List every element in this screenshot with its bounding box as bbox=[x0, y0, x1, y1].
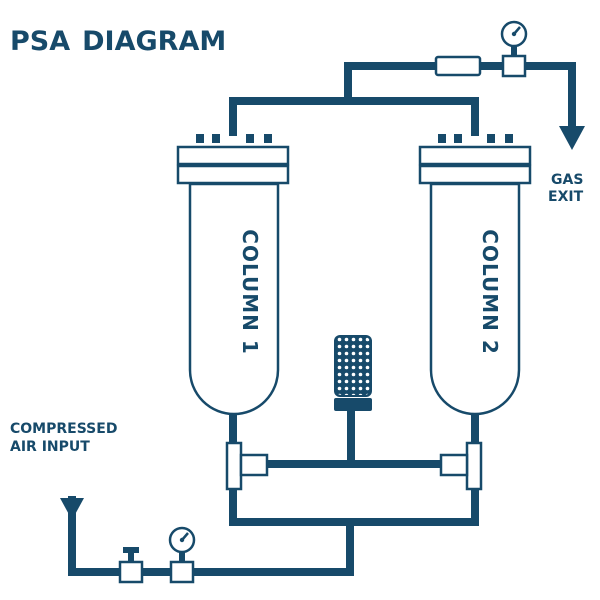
column-2-flange-bottom bbox=[418, 164, 532, 185]
gauge-pivot bbox=[511, 31, 517, 37]
filter-icon bbox=[434, 55, 482, 77]
gauge-stem bbox=[511, 45, 517, 56]
tee-right-branch bbox=[439, 453, 469, 477]
valve-stem bbox=[128, 552, 134, 562]
gas-exit-arrow-icon bbox=[559, 126, 585, 150]
column-1-vessel bbox=[188, 182, 280, 416]
tee-left-body bbox=[225, 441, 243, 491]
input-arrow-icon bbox=[60, 498, 84, 520]
column-2-bolt bbox=[487, 134, 495, 143]
title-rest: DIAGRAM bbox=[82, 26, 226, 57]
silencer-base bbox=[334, 398, 372, 411]
pressure-gauge-icon bbox=[500, 20, 528, 78]
column-2-bolt bbox=[438, 134, 446, 143]
valve-handle bbox=[123, 547, 139, 553]
gauge-fitting bbox=[501, 54, 527, 78]
gas-exit-label-line2: EXIT bbox=[548, 189, 584, 205]
column-1-flange-top bbox=[176, 145, 290, 166]
column-1-bolt bbox=[196, 134, 204, 143]
column-1-flange-bottom bbox=[176, 164, 290, 185]
column-1-bolt bbox=[264, 134, 272, 143]
column-1-label: COLUMN 1 bbox=[238, 229, 262, 354]
input-label-line2: AIR INPUT bbox=[10, 439, 90, 455]
pressure-gauge-icon bbox=[168, 526, 196, 584]
column-2: COLUMN 2 bbox=[418, 134, 532, 416]
input-pipe bbox=[68, 496, 354, 576]
column-2-vessel bbox=[429, 182, 521, 416]
gas-exit-label-line1: GAS bbox=[551, 172, 583, 188]
column-2-flange-top bbox=[418, 145, 532, 166]
tee-left-branch bbox=[239, 453, 269, 477]
column-2-bolt bbox=[505, 134, 513, 143]
column-2-label: COLUMN 2 bbox=[478, 229, 502, 354]
column-1-bolt bbox=[246, 134, 254, 143]
top-manifold-pipe bbox=[229, 97, 479, 136]
silencer-holes bbox=[336, 337, 370, 395]
column-2-bolt bbox=[454, 134, 462, 143]
tee-fitting-left bbox=[225, 441, 269, 491]
silencer-icon bbox=[334, 335, 372, 411]
input-label-line1: COMPRESSED bbox=[10, 421, 117, 437]
gauge-stem bbox=[179, 551, 185, 562]
valve-body bbox=[118, 560, 144, 584]
title-bold: PSA bbox=[10, 26, 70, 57]
gauge-pivot bbox=[179, 537, 185, 543]
column-1-bolt bbox=[212, 134, 220, 143]
diagram-title: PSA DIAGRAM bbox=[10, 26, 226, 57]
valve-icon bbox=[118, 547, 144, 584]
tee-right-body bbox=[465, 441, 483, 491]
gauge-fitting bbox=[169, 560, 195, 584]
tee-fitting-right bbox=[439, 441, 483, 491]
column-1: COLUMN 1 bbox=[176, 134, 290, 416]
